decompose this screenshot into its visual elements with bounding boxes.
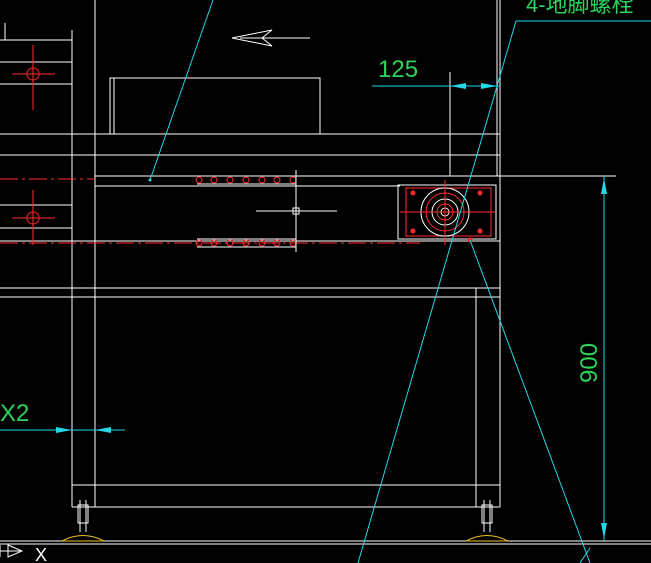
dimension-x2: X2 [0,400,125,433]
direction-arrow-icon [231,29,310,47]
motor-housing [109,77,321,135]
gear-motor [397,180,497,245]
foot-left [61,500,105,542]
ucs-axis-icon: X [0,544,47,563]
left-bearings [0,23,72,245]
dim-900-label: 900 [576,343,603,383]
gearbox-plate [397,184,497,240]
anchor-bolt-note: 4-地脚螺栓 [526,0,634,17]
leader-note-down [357,20,517,563]
dimension-900: 900 [500,175,616,541]
foot-right [465,500,509,542]
crosshair-cursor-icon[interactable] [256,170,337,252]
centerlines [0,178,420,244]
leader-top-left [149,0,214,181]
dim-125-label: 125 [378,56,418,83]
leader-lines [148,0,651,563]
dim-x2-label: X2 [0,400,29,427]
leader-foot-right [469,239,591,563]
ucs-x-label: X [35,545,47,563]
dimension-125: 125 [372,56,500,176]
frame-structure [0,0,651,545]
chain-bottom [195,238,297,248]
